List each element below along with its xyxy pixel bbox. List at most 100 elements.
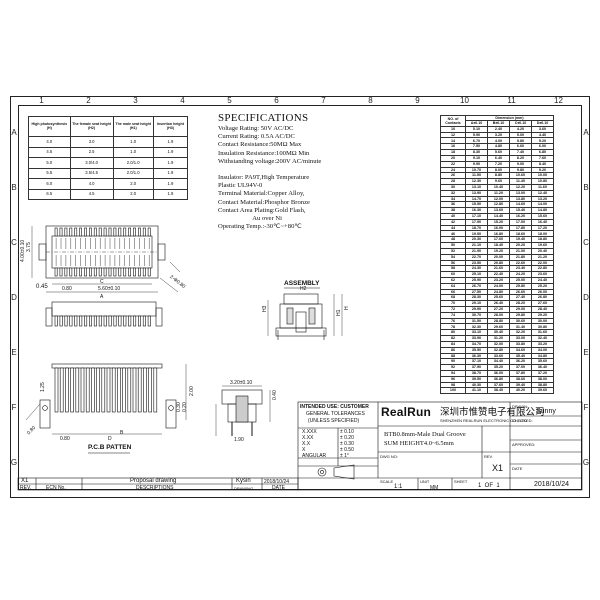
top-pin [64, 267, 68, 277]
assembly-view [267, 293, 343, 340]
dim-header-top: Dimension (mm) [465, 114, 554, 122]
part-title-line1: BTB0.8mm-Male Dual Groove [384, 431, 466, 438]
top-pin [69, 227, 73, 237]
dwg-no-label: DWG NO: [380, 454, 398, 459]
table-cell: 2.0 [112, 188, 154, 200]
pcb-pattern-title: P.C.B PATTEN [88, 444, 132, 451]
dim-label: 2.00 [189, 386, 195, 396]
top-pin [133, 267, 136, 277]
sheet-border [10, 96, 590, 498]
front-pin [91, 367, 95, 413]
tolerance-key: X [302, 447, 306, 453]
revision-rev: X1 [21, 478, 29, 484]
grid-row-label: D [11, 292, 17, 302]
spec-line: Au over Ni [218, 215, 282, 223]
front-pin [117, 367, 121, 413]
front-pin [101, 367, 106, 413]
side-pin [118, 315, 122, 327]
top-pin [93, 267, 97, 277]
dim-label: H [344, 306, 350, 310]
side-pin [113, 315, 117, 327]
tolerance-list: X.XXX± 0.10 X.XX± 0.20 X.X± 0.30 X± 0.50… [302, 429, 374, 459]
front-pin [80, 367, 85, 413]
projection-circle [320, 470, 324, 474]
table-cell: 1.9 [152, 136, 189, 148]
top-pin [108, 267, 112, 277]
side-pin [54, 315, 58, 327]
top-pin [108, 227, 112, 237]
side-pin [64, 315, 68, 327]
revision-desc: Proposal drawing [130, 478, 177, 484]
pcb-hole [42, 405, 48, 411]
grid-row-label: A [11, 127, 17, 137]
approved-label: APPROVED: [512, 442, 536, 447]
scale-value: 1:1 [394, 484, 403, 490]
grid-row-label: F [11, 402, 17, 412]
front-view [25, 363, 187, 435]
side-pin [79, 315, 83, 327]
table-cell: 2.0/1.0 [112, 167, 154, 179]
side-pin [147, 315, 151, 327]
projection-symbol [317, 464, 355, 480]
drawing-frame [18, 105, 582, 490]
top-pin [64, 227, 68, 237]
top-pin [98, 227, 102, 237]
unit-label: UNIT [420, 479, 430, 484]
grid-columns-top: 1 2 3 4 5 6 7 8 9 10 11 12 [18, 97, 582, 105]
table-cell: 1.0 [112, 136, 154, 148]
dim-label: 3.20±0.10 [230, 380, 253, 386]
side-pin [84, 315, 88, 327]
spec-line: Insulation Resistance:100MΩ Min [218, 149, 310, 157]
table-cell: 1.9 [152, 188, 189, 200]
side-pin [103, 315, 107, 327]
projection-cone [333, 464, 355, 480]
side-pin [138, 315, 142, 327]
tolerance-row: X.XX± 0.20 [302, 435, 374, 441]
company-name-en: SHENZHEN REALRUN ELECTRONIC CO., LTD [440, 418, 527, 423]
grid-row-label: C [11, 237, 17, 247]
side-pin [59, 315, 63, 327]
projection-circle [317, 467, 327, 477]
grid-col-label: 9 [415, 96, 420, 105]
tolerance-key: X.XX [302, 435, 314, 441]
front-pin [70, 367, 74, 413]
tolerance-row: X.XXX± 0.10 [302, 429, 374, 435]
grid-col-label: 7 [321, 96, 326, 105]
assembly-female-top [283, 293, 319, 305]
unit-value: MM [430, 485, 439, 491]
grid-row-label: F [583, 402, 589, 412]
top-pin [118, 227, 122, 237]
leader-line [159, 277, 179, 293]
dim-label: 0.80 [60, 436, 70, 442]
front-pin [137, 367, 142, 413]
date-label: DATE [512, 466, 523, 471]
tolerance-value: ± 0.10 [340, 429, 354, 435]
grid-row-label: G [10, 457, 18, 467]
dim-label: A [100, 294, 104, 300]
grid-row-label: C [583, 237, 589, 247]
table-cell: 1.0 [112, 146, 154, 158]
table-cell: 1.9 [152, 167, 189, 179]
side-pin [108, 315, 112, 327]
sheet-value: 1 OF 1 [478, 483, 500, 489]
company-name-cn: 深圳市惟赞电子有限公司 [440, 407, 545, 418]
top-view [31, 225, 181, 293]
top-pin [138, 227, 141, 237]
height-table: High photosynthesis (H) The female seat … [28, 116, 189, 200]
revision-header: DRAWING [234, 486, 254, 491]
front-pin [75, 367, 80, 413]
revision-header: REV. [20, 485, 32, 491]
side-pin [133, 315, 137, 327]
top-pin [89, 267, 92, 277]
dim-label: B [120, 430, 124, 436]
top-pin [142, 227, 146, 237]
top-pin [89, 227, 92, 237]
revision-date: 2018/10/24 [264, 479, 290, 485]
checked-label: CHECKED: [512, 418, 533, 423]
side-pin [74, 315, 78, 327]
sheet-label: SHEET [454, 479, 468, 484]
